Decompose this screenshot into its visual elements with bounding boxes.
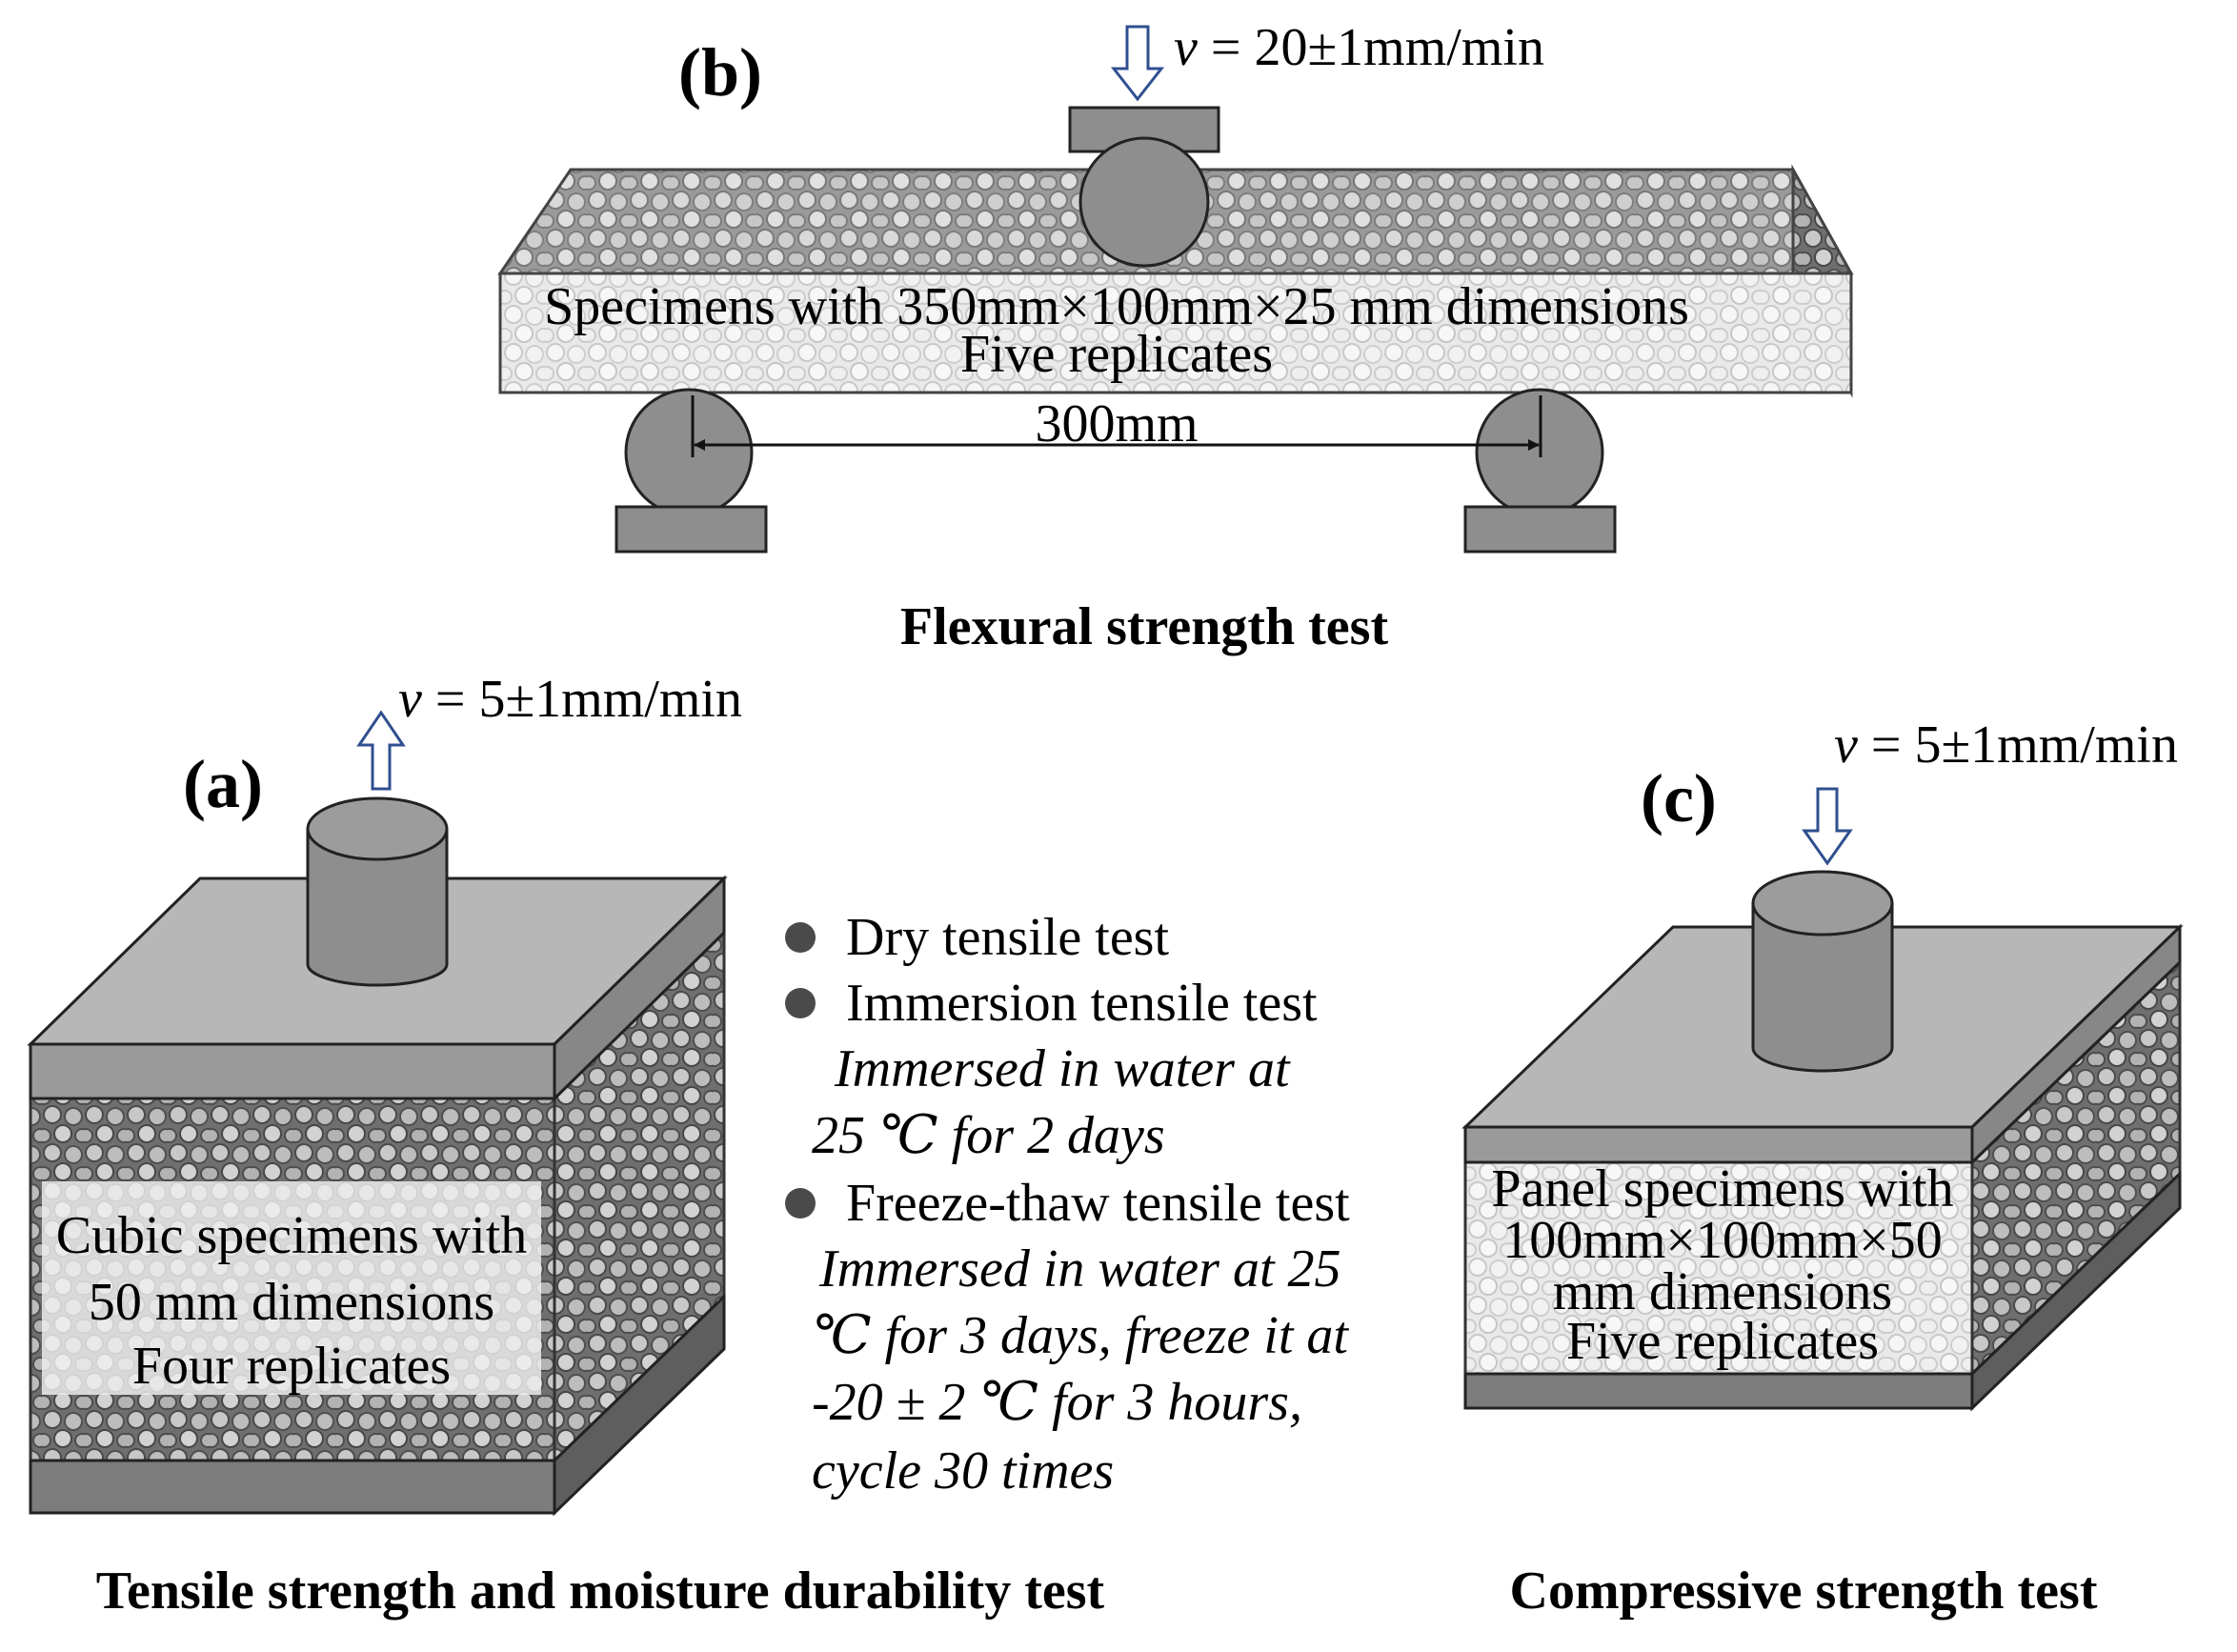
panel-c-caption: Compressive strength test bbox=[1510, 1561, 2098, 1621]
test-immersion: Immersion tensile test bbox=[846, 974, 1318, 1033]
panel-b-caption: Flexural strength test bbox=[900, 597, 1389, 656]
panel-a-caption: Tensile strength and moisture durability… bbox=[96, 1561, 1105, 1621]
panel-b-label: (b) bbox=[678, 34, 762, 111]
tensile-grip-body bbox=[306, 827, 449, 987]
load-arrow-down-icon bbox=[1110, 25, 1165, 102]
speed-value: = 20±1mm/min bbox=[1198, 18, 1544, 77]
freeze-thaw-detail-2: ℃ for 3 days, freeze it at bbox=[812, 1306, 1349, 1365]
test-freeze-thaw: Freeze-thaw tensile test bbox=[846, 1174, 1350, 1233]
panel-spec-line4: Five replicates bbox=[1566, 1312, 1879, 1371]
top-plate-side bbox=[553, 875, 726, 1102]
beam-front-face bbox=[498, 272, 1853, 394]
cube-spec-line2: 50 mm dimensions bbox=[89, 1273, 494, 1332]
panel-a-speed-label: v = 5±1mm/min bbox=[398, 670, 742, 729]
left-support-roller bbox=[624, 388, 754, 517]
speed-symbol: v bbox=[398, 670, 422, 729]
beam-spec-replicates: Five replicates bbox=[960, 325, 1273, 384]
bottom-plate-front bbox=[1463, 1372, 1974, 1410]
cube-label-backdrop bbox=[42, 1181, 541, 1395]
freeze-thaw-detail-3: -20 ± 2 ℃ for 3 hours, bbox=[812, 1373, 1302, 1432]
right-support-base bbox=[1463, 505, 1617, 554]
panel-c-label: (c) bbox=[1641, 760, 1717, 836]
panel-b-flexural: (b) v = 20±1mm/min Specimens with 350mm×… bbox=[497, 18, 1854, 656]
top-plate-front bbox=[1463, 1125, 1974, 1164]
bullet-icon bbox=[785, 1188, 816, 1219]
top-plate-front bbox=[29, 1042, 556, 1100]
panel-c-compressive: (c) v = 5±1mm/min Panel specimens with 1… bbox=[1461, 715, 2184, 1621]
bullet-icon bbox=[785, 988, 816, 1018]
bottom-plate-front bbox=[29, 1459, 556, 1515]
immersion-detail-2: 25 ℃ for 2 days bbox=[812, 1106, 1165, 1165]
speed-value: = 5±1mm/min bbox=[422, 670, 742, 729]
tensile-grip-top bbox=[306, 796, 449, 861]
freeze-thaw-detail-4: cycle 30 times bbox=[812, 1441, 1114, 1501]
tensile-test-list: Dry tensile test Immersion tensile test … bbox=[785, 908, 1350, 1501]
panel-a-label: (a) bbox=[183, 746, 263, 822]
panel-spec-line2: 100mm×100mm×50 bbox=[1502, 1211, 1942, 1270]
freeze-thaw-detail-1: Immersed in water at 25 bbox=[818, 1239, 1341, 1299]
left-support-base bbox=[615, 505, 768, 554]
loading-roller bbox=[1078, 136, 1210, 268]
speed-symbol: v bbox=[1174, 18, 1198, 77]
panel-front-face bbox=[1463, 1160, 1974, 1376]
speed-symbol: v bbox=[1834, 715, 1858, 775]
load-arrow-down-icon bbox=[1802, 787, 1853, 866]
bottom-plate-side bbox=[553, 1293, 726, 1517]
compression-loader-top bbox=[1751, 870, 1894, 937]
bullet-icon bbox=[785, 922, 816, 953]
test-dry: Dry tensile test bbox=[846, 908, 1169, 967]
top-plate-side bbox=[1970, 923, 2182, 1166]
compression-loader-body bbox=[1751, 901, 1894, 1073]
load-arrow-up-icon bbox=[356, 710, 406, 791]
cube-spec-line3: Four replicates bbox=[132, 1337, 451, 1396]
bottom-plate-side bbox=[1970, 1170, 2182, 1412]
immersion-detail-1: Immersed in water at bbox=[834, 1039, 1291, 1098]
panel-spec-line3: mm dimensions bbox=[1553, 1262, 1892, 1321]
panel-a-tensile: (a) v = 5±1mm/min Cubic specimens with 5… bbox=[27, 670, 1350, 1621]
speed-value: = 5±1mm/min bbox=[1858, 715, 2178, 775]
panel-b-speed-label: v = 20±1mm/min bbox=[1174, 18, 1544, 77]
panel-c-speed-label: v = 5±1mm/min bbox=[1834, 715, 2178, 775]
beam-spec-dimensions: Specimens with 350mm×100mm×25 mm dimensi… bbox=[544, 277, 1689, 336]
cube-spec-line1: Cubic specimens with bbox=[56, 1206, 528, 1265]
span-length-label: 300mm bbox=[1035, 394, 1198, 453]
panel-spec-line1: Panel specimens with bbox=[1491, 1159, 1953, 1219]
